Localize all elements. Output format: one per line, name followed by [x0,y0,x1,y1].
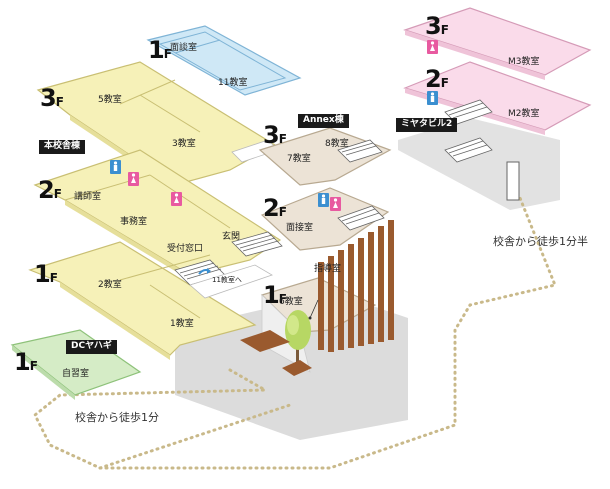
room-guidance: 指導室 [314,264,342,274]
annex-tag: Annex棟 [298,114,349,128]
walk-path-far [98,196,558,470]
to-room-11-label: 11教室へ [212,276,242,284]
floor-digit: 1 [34,260,51,288]
floor-digit: 2 [425,65,442,93]
main-3f-number: 3F [40,84,64,112]
room-11: 11教室 [218,78,248,88]
stairs-annex-3f [337,139,383,163]
floor-digit: 1 [148,36,165,64]
floor-digit: 3 [263,121,280,149]
miyata-3f-number: 3F [425,12,449,40]
restroom-men-icon [318,193,329,207]
restroom-women-icon [128,172,139,186]
miyata-door [506,161,520,201]
main-1f-number: 1F [34,260,58,288]
room-3: 3教室 [172,139,196,149]
floor-digit: 2 [263,194,280,222]
annex-2f-number: 2F [263,194,287,222]
meeting-1f-slab [146,25,302,96]
main-building-tag: 本校舎棟 [39,140,86,154]
restroom-men-icon [427,91,438,105]
entrance-deck [240,330,290,352]
room-study: 自習室 [62,369,90,379]
meeting-1f-number: 1F [148,36,172,64]
floor-digit: 2 [38,176,55,204]
room-reception: 受付窓口 [167,244,204,254]
wood-louvers [318,220,394,352]
tree [282,310,312,376]
main-to-annex-bridge [189,264,273,299]
room-6: 6教室 [279,297,303,307]
floor-digit: 3 [40,84,57,112]
annex-2f-slab [260,187,390,251]
stairs-annex-2f [337,205,385,231]
restroom-women-icon [171,192,182,206]
miyata-tag: ミヤタビル2 [396,118,458,132]
room-interview-annex: 面接室 [286,223,314,233]
room-interview: 面談室 [170,43,198,53]
main-2f-number: 2F [38,176,62,204]
dc-1f-number: 1F [14,348,38,376]
restroom-women-icon [427,40,438,54]
room-m2: M2教室 [508,109,540,119]
room-instructors: 講師室 [74,192,102,202]
room-entrance: 玄関 [222,232,241,242]
room-m3: M3教室 [508,57,540,67]
walk-time-near: 校舎から徒歩1分 [75,411,159,424]
floor-digit: 1 [263,281,280,309]
room-5: 5教室 [98,95,122,105]
room-1: 1教室 [170,319,194,329]
room-7: 7教室 [287,154,311,164]
annex-1f-number: 1F [263,281,287,309]
restroom-men-icon [110,160,121,174]
room-office: 事務室 [120,217,148,227]
floor-digit: 1 [14,348,31,376]
annex-3f-number: 3F [263,121,287,149]
miyata-3f-slab [403,7,592,76]
room-8: 8教室 [325,139,349,149]
arrow-to-room-11-icon [198,268,211,275]
miyata-2f-number: 2F [425,65,449,93]
restroom-women-icon [330,197,341,211]
annex-3f-slab [258,127,392,186]
stairs-main-2f [231,231,283,257]
miyata-2f-slab [403,61,592,131]
floor-digit: 3 [425,12,442,40]
dc-tag: DCヤハギ [66,340,117,354]
room-2: 2教室 [98,280,122,290]
walk-time-far: 校舎から徒歩1分半 [493,235,588,248]
